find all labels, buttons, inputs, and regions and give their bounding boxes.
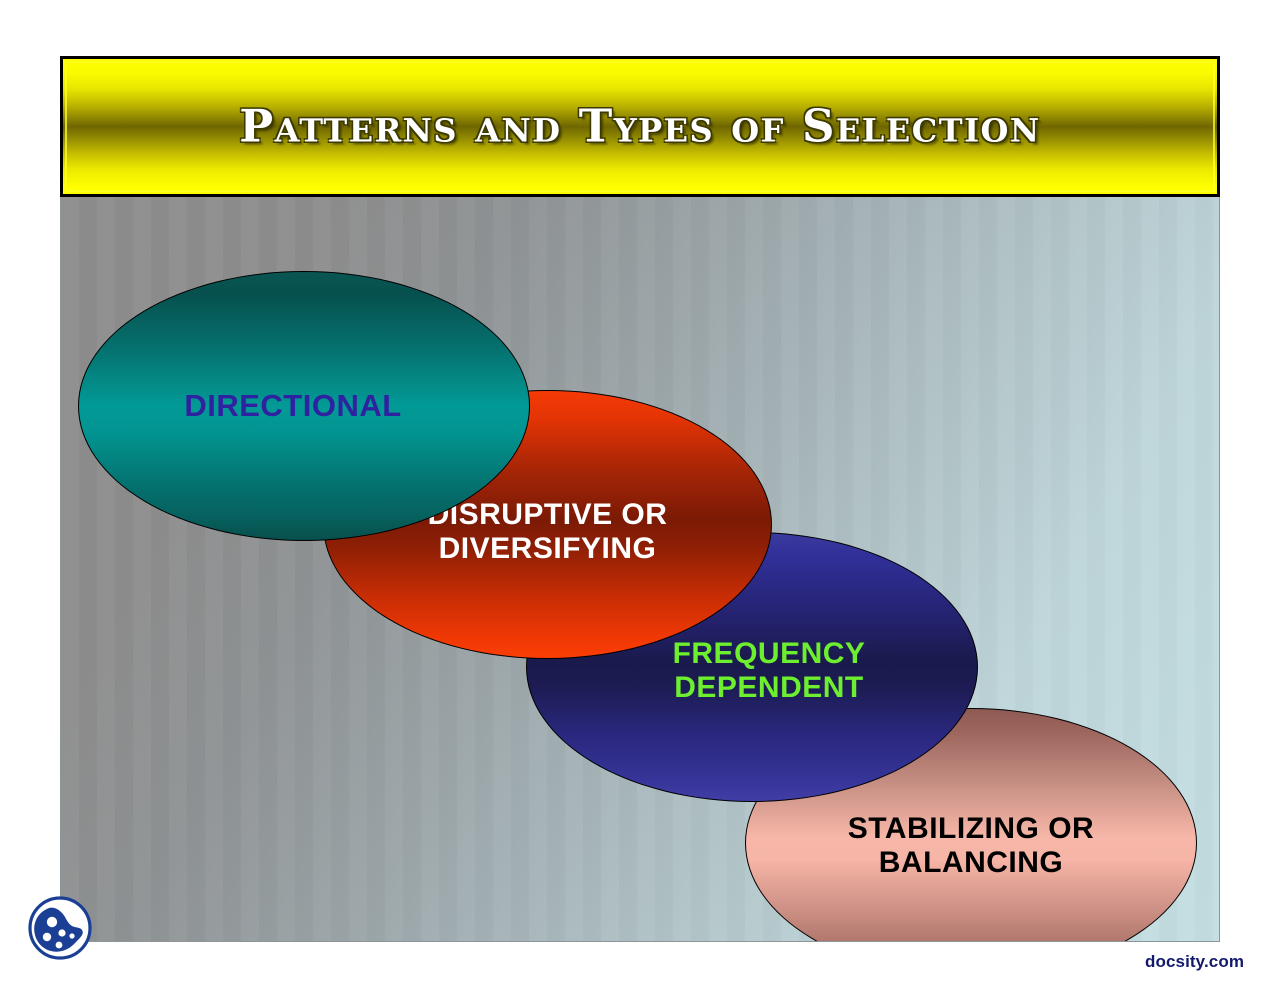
ellipse-frequency-line2: DEPENDENT	[674, 671, 864, 704]
ellipse-frequency-label: FREQUENCY DEPENDENT	[665, 637, 874, 704]
ellipse-stabilizing-line2: BALANCING	[878, 846, 1064, 879]
slide-body: DIRECTIONAL DISRUPTIVE OR DIVERSIFYING F…	[60, 197, 1220, 942]
ellipse-disruptive-label: DISRUPTIVE OR DIVERSIFYING	[420, 498, 676, 565]
title-banner: Patterns and Types of Selection	[60, 56, 1220, 197]
page-title: Patterns and Types of Selection	[239, 98, 1041, 152]
ellipse-stabilizing[interactable]: STABILIZING OR BALANCING	[745, 708, 1197, 941]
ellipse-frequency-line1: FREQUENCY	[672, 637, 866, 671]
docsity-url-label[interactable]: docsity.com	[1145, 952, 1245, 971]
ellipse-disruptive-line1: DISRUPTIVE OR	[427, 497, 668, 531]
ellipse-stabilizing-line1: STABILIZING OR	[847, 812, 1095, 846]
ellipse-disruptive-line2: DIVERSIFYING	[438, 531, 657, 565]
ellipse-directional-label: DIRECTIONAL	[184, 387, 402, 423]
docsity-logo-icon	[28, 896, 92, 960]
ellipse-directional[interactable]: DIRECTIONAL	[78, 271, 530, 541]
ellipse-stabilizing-label: STABILIZING OR BALANCING	[840, 812, 1102, 879]
slide: Patterns and Types of Selection DIRECTIO…	[60, 56, 1220, 942]
